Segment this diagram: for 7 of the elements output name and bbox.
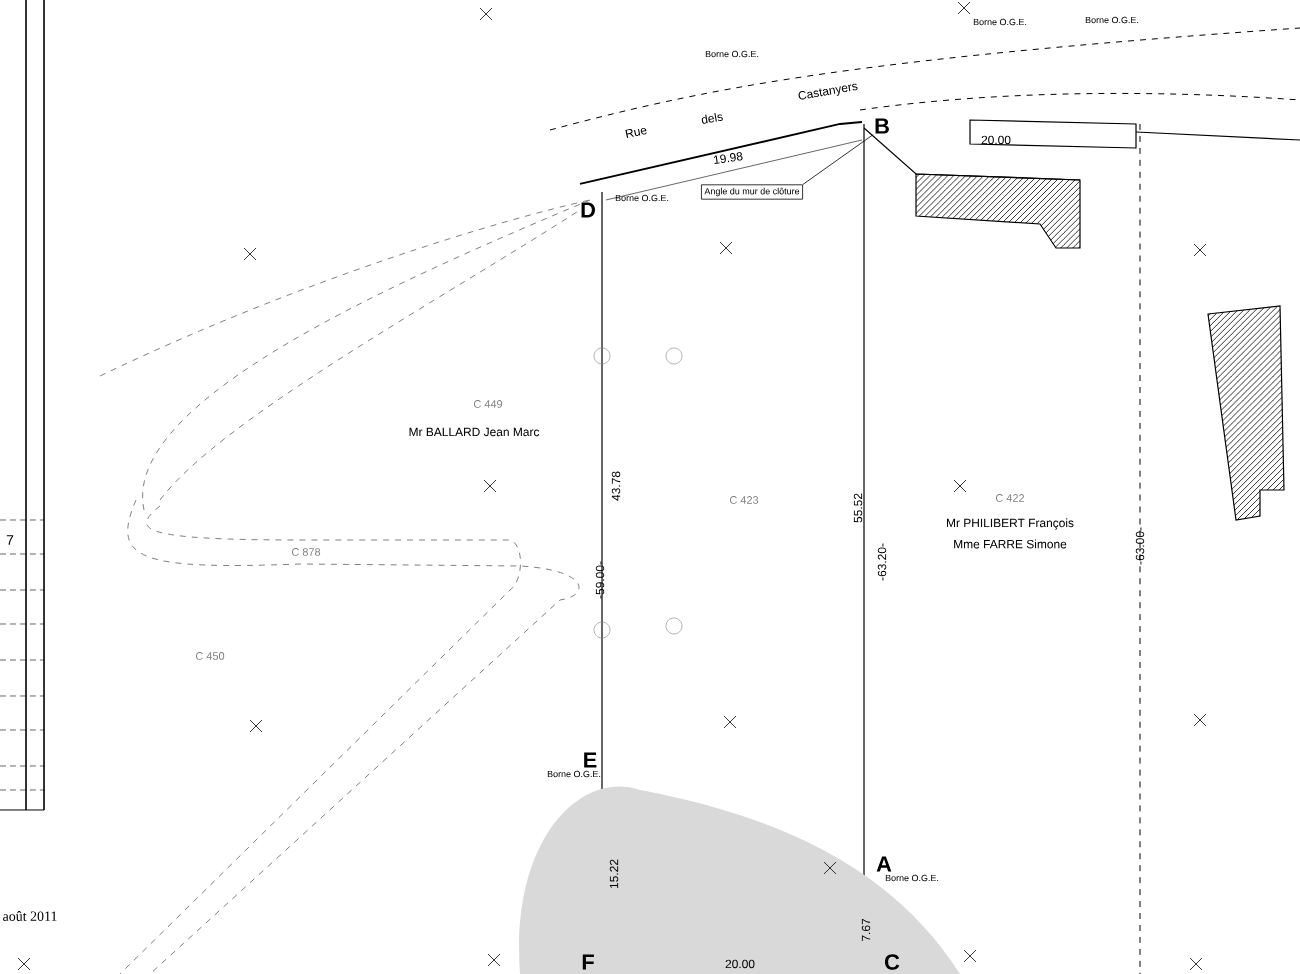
point-letter: B: [875, 118, 889, 134]
leader-line: [802, 134, 874, 185]
point-letter: F: [582, 954, 594, 970]
point-letter: D: [581, 202, 595, 218]
point-letter: C: [885, 954, 900, 970]
point-letter: A: [876, 856, 892, 872]
point-letter: E: [584, 752, 597, 768]
